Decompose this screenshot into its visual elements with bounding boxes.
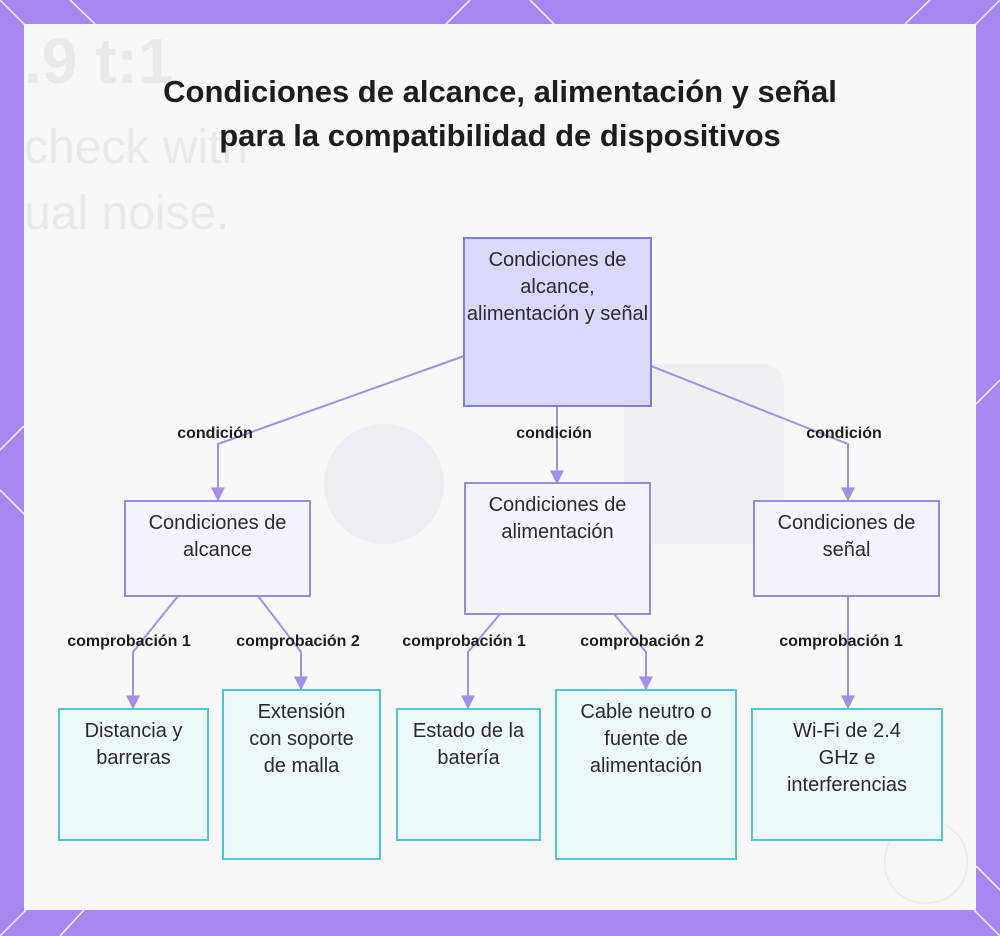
edge-root-alcance [211,355,465,502]
node-estado-bateria: Estado de la batería [396,708,541,841]
background-text-2: check with [24,121,249,174]
node-distancia-barreras: Distancia y barreras [58,708,209,841]
node-wifi: Wi-Fi de 2.4 GHz e interferencias [751,708,943,841]
background-text-3: ual noise. [24,187,230,240]
edge-label-condicion-left: condición [177,425,253,442]
edge-label-condicion-right: condición [806,425,882,442]
edge-label-alcance-2: comprobación 2 [236,633,360,650]
edge-root-senal [650,365,855,502]
edge-label-senal-1: comprobación 1 [779,633,903,650]
edge-alimentacion-cable [613,613,653,691]
edge-alcance-distancia [126,595,179,710]
node-extension-malla: Extensión con soporte de malla [222,689,381,860]
node-condiciones-senal: Condiciones de señal [753,500,940,597]
node-cable-neutro: Cable neutro o fuente de alimentación [555,689,737,860]
node-condiciones-alimentacion: Condiciones de alimentación [464,482,651,615]
edge-alimentacion-bateria [461,613,501,710]
background-device-shape [324,424,444,544]
edge-label-alcance-1: comprobación 1 [67,633,191,650]
node-root: Condiciones de alcance, alimentación y s… [463,237,652,407]
edge-alcance-extension [257,595,308,691]
background-text-1: .9 t:1 [24,25,174,97]
node-condiciones-alcance: Condiciones de alcance [124,500,311,597]
edge-label-alimentacion-1: comprobación 1 [402,633,526,650]
diagram-title: Condiciones de alcance, alimentación y s… [163,74,837,153]
edge-label-condicion-mid: condición [516,425,592,442]
edge-label-alimentacion-2: comprobación 2 [580,633,704,650]
